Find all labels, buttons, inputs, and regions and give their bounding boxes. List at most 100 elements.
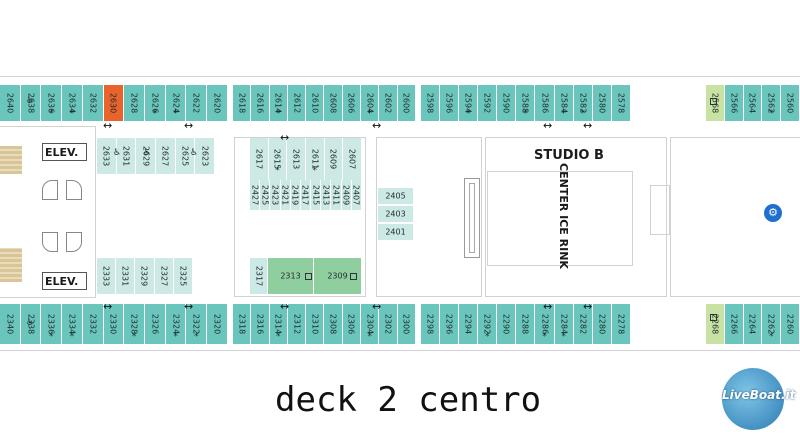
cabin-2316[interactable]: 2316 <box>251 304 270 344</box>
cabin-2409[interactable]: 2409 <box>341 180 352 210</box>
cabin-2413[interactable]: 2413 <box>321 180 332 210</box>
cabin-2614[interactable]: 2614* <box>269 85 288 121</box>
cabin-2596[interactable]: 2596 <box>440 85 460 121</box>
cabin-2405[interactable]: 2405 <box>378 188 414 205</box>
cabin-2580[interactable]: 2580 <box>592 85 612 121</box>
cabin-2313[interactable]: 2313 <box>268 258 314 294</box>
cabin-2308[interactable]: 2308 <box>324 304 343 344</box>
cabin-2628[interactable]: 2628 <box>124 85 146 121</box>
cabin-2302[interactable]: 2302 <box>379 304 398 344</box>
cabin-2609[interactable]: 2609 <box>324 138 344 180</box>
cabin-2630[interactable]: 2630 <box>103 85 125 121</box>
cabin-2334[interactable]: 2334* <box>62 304 83 344</box>
cabin-2560[interactable]: 2560 <box>781 85 800 121</box>
cabin-2618[interactable]: 2618 <box>233 85 252 121</box>
cabin-2636[interactable]: 2636* <box>41 85 63 121</box>
cabin-2568[interactable]: 2568 <box>706 85 725 121</box>
cabin-2566[interactable]: 2566 <box>724 85 744 121</box>
cabin-2594[interactable]: 2594* <box>459 85 479 121</box>
cabin-2262[interactable]: 2262* <box>762 304 782 344</box>
cabin-2329[interactable]: 2329 <box>135 258 155 294</box>
cabin-2332[interactable]: 2332 <box>82 304 104 344</box>
cabin-2327[interactable]: 2327 <box>154 258 174 294</box>
cabin-2292[interactable]: 2292* <box>478 304 498 344</box>
cabin-2407[interactable]: 2407 <box>351 180 362 210</box>
cabin-2626[interactable]: 2626* <box>145 85 166 121</box>
cabin-2607[interactable]: 2607 <box>343 138 362 180</box>
cabin-2419[interactable]: 2419 <box>290 180 301 210</box>
cabin-2403[interactable]: 2403 <box>378 206 414 223</box>
cabin-2423[interactable]: 2423 <box>270 180 281 210</box>
cabin-2264[interactable]: 2264 <box>743 304 763 344</box>
cabin-2604[interactable]: 2604* <box>361 85 380 121</box>
cabin-2290[interactable]: 2290 <box>497 304 517 344</box>
cabin-2336[interactable]: 2336* <box>41 304 63 344</box>
cabin-2612[interactable]: 2612 <box>287 85 307 121</box>
cabin-2326[interactable]: 2326 <box>145 304 166 344</box>
cabin-2606[interactable]: 2606 <box>342 85 362 121</box>
cabin-2592[interactable]: 2592 <box>478 85 498 121</box>
cabin-2312[interactable]: 2312 <box>287 304 307 344</box>
cabin-2286[interactable]: 2286* <box>535 304 555 344</box>
cabin-2602[interactable]: 2602 <box>379 85 398 121</box>
cabin-2314[interactable]: 2314* <box>269 304 288 344</box>
cabin-2340[interactable]: 2340 <box>0 304 21 344</box>
cabin-2624[interactable]: 2624* <box>165 85 187 121</box>
cabin-2260[interactable]: 2260 <box>781 304 800 344</box>
cabin-2578[interactable]: 2578 <box>611 85 631 121</box>
cabin-2268[interactable]: 2268 <box>706 304 725 344</box>
cabin-2325[interactable]: 2325 <box>173 258 193 294</box>
cabin-2333[interactable]: 2333 <box>97 258 117 294</box>
cabin-2632[interactable]: 2632 <box>82 85 104 121</box>
cabin-2300[interactable]: 2300 <box>397 304 416 344</box>
cabin-2309[interactable]: 2309 <box>314 258 362 294</box>
cabin-2294[interactable]: 2294 <box>459 304 479 344</box>
cabin-2421[interactable]: 2421 <box>280 180 291 210</box>
cabin-2633[interactable]: 2633 <box>97 138 117 174</box>
cabin-2610[interactable]: 2610 <box>306 85 325 121</box>
cabin-2629[interactable]: 2629 <box>136 138 156 174</box>
cabin-2638[interactable]: 2638 <box>20 85 42 121</box>
cabin-2564[interactable]: 2564 <box>743 85 763 121</box>
cabin-2600[interactable]: 2600 <box>397 85 416 121</box>
cabin-2284[interactable]: 2284* <box>554 304 574 344</box>
cabin-2296[interactable]: 2296 <box>440 304 460 344</box>
cabin-2288[interactable]: 2288 <box>516 304 536 344</box>
cabin-2417[interactable]: 2417 <box>300 180 312 210</box>
cabin-2415[interactable]: 2415 <box>311 180 322 210</box>
cabin-2401[interactable]: 2401 <box>378 224 414 241</box>
cabin-2306[interactable]: 2306 <box>342 304 362 344</box>
cabin-2586[interactable]: 2586 <box>535 85 555 121</box>
cabin-2310[interactable]: 2310 <box>306 304 325 344</box>
cabin-2266[interactable]: 2266 <box>724 304 744 344</box>
cabin-2282[interactable]: 2282 <box>573 304 593 344</box>
cabin-2625[interactable]: 2625 <box>175 138 196 174</box>
cabin-2623[interactable]: 2623 <box>195 138 215 174</box>
cabin-2304[interactable]: 2304* <box>361 304 380 344</box>
cabin-2627[interactable]: 2627 <box>155 138 176 174</box>
cabin-2318[interactable]: 2318 <box>233 304 252 344</box>
cabin-2331[interactable]: 2331 <box>116 258 136 294</box>
cabin-2617[interactable]: 2617 <box>250 138 269 180</box>
cabin-2320[interactable]: 2320 <box>207 304 228 344</box>
cabin-2616[interactable]: 2616 <box>251 85 270 121</box>
cabin-2298[interactable]: 2298 <box>421 304 441 344</box>
cabin-2634[interactable]: 2634* <box>62 85 83 121</box>
cabin-2322[interactable]: 2322* <box>186 304 208 344</box>
cabin-2622[interactable]: 2622 <box>186 85 208 121</box>
cabin-2620[interactable]: 2620 <box>207 85 228 121</box>
cabin-2411[interactable]: 2411 <box>331 180 342 210</box>
cabin-2598[interactable]: 2598 <box>421 85 441 121</box>
cabin-2640[interactable]: 2640 <box>0 85 21 121</box>
cabin-2590[interactable]: 2590 <box>497 85 517 121</box>
cabin-2608[interactable]: 2608 <box>324 85 343 121</box>
cabin-2324[interactable]: 2324* <box>165 304 187 344</box>
cabin-2317[interactable]: 2317 <box>250 258 268 294</box>
cabin-2338[interactable]: 2338 <box>20 304 42 344</box>
cabin-2330[interactable]: 2330 <box>103 304 125 344</box>
cabin-2427[interactable]: 2427 <box>250 180 261 210</box>
cabin-2631[interactable]: 2631 <box>116 138 137 174</box>
cabin-2611[interactable]: 2611* <box>305 138 325 180</box>
cabin-2582[interactable]: 2582* <box>573 85 593 121</box>
cabin-2588[interactable]: 2588* <box>516 85 536 121</box>
